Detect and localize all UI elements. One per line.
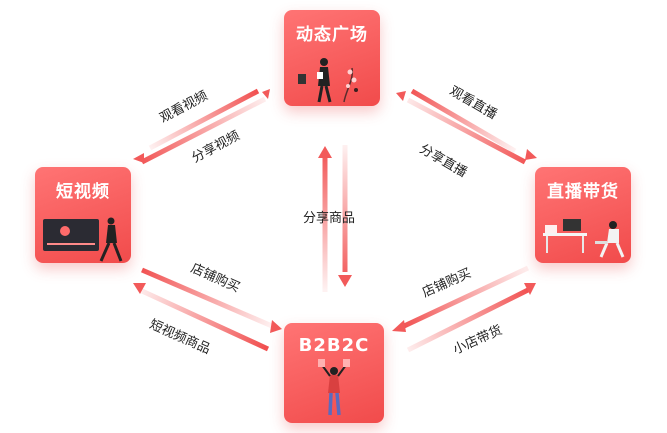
node-short-video: 短视频 bbox=[35, 167, 131, 263]
arrow-right-bottom-inner bbox=[392, 265, 530, 332]
arrow-left-bottom-outer bbox=[133, 283, 270, 352]
arrow-top-bottom-right bbox=[338, 145, 352, 287]
node-title: 动态广场 bbox=[296, 25, 368, 45]
monitor-icon bbox=[563, 219, 581, 231]
live-streaming-illustration bbox=[543, 219, 625, 258]
arrow-top-right-outer bbox=[396, 88, 517, 154]
shopping-bag-icon bbox=[298, 74, 306, 84]
woman-shopping-illustration bbox=[298, 58, 358, 103]
arrow-left-bottom-inner bbox=[141, 267, 282, 333]
arrow-top-bottom-left bbox=[318, 146, 332, 292]
arrow-left-top-inner bbox=[133, 96, 267, 165]
arrow-top-right-inner bbox=[406, 97, 537, 165]
woman-with-bags-illustration bbox=[318, 359, 350, 416]
shopping-bag-icon bbox=[343, 359, 350, 367]
shopping-bag-icon bbox=[318, 359, 325, 367]
node-title: B2B2C bbox=[298, 335, 370, 356]
node-live-commerce: 直播带货 bbox=[535, 167, 631, 263]
arrow-right-bottom-outer bbox=[406, 283, 536, 353]
video-player-illustration bbox=[43, 217, 123, 262]
video-screen-icon bbox=[43, 219, 99, 251]
play-icon bbox=[60, 226, 70, 236]
link-label-top-bottom: 分享商品 bbox=[303, 211, 356, 226]
node-b2b2c: B2B2C bbox=[284, 323, 384, 423]
node-dynamic-plaza: 动态广场 bbox=[284, 10, 380, 106]
node-title: 直播带货 bbox=[547, 182, 619, 202]
node-title: 短视频 bbox=[56, 182, 110, 202]
arrow-left-top-outer bbox=[148, 88, 270, 151]
